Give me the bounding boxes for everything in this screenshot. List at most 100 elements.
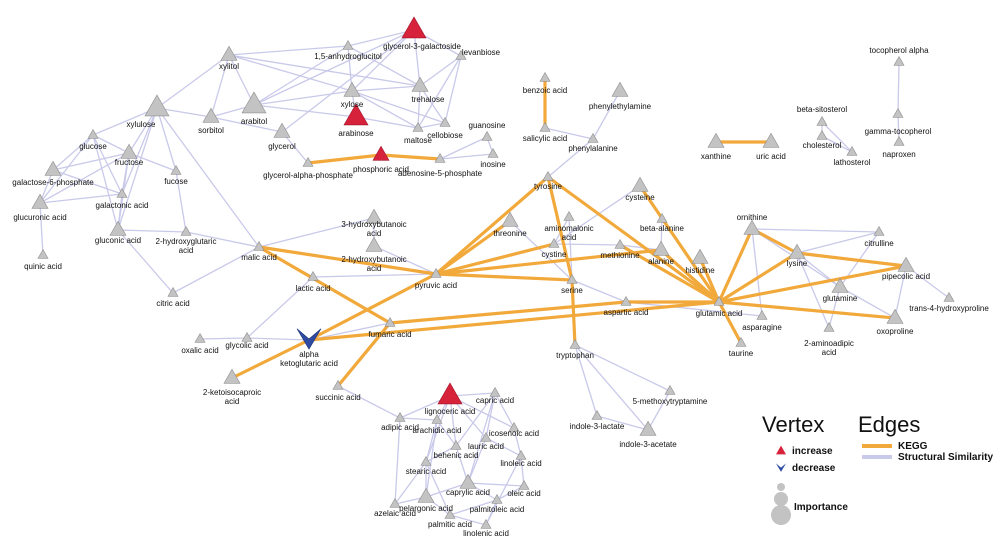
node-methionine-icon[interactable] [614,238,626,249]
node-3-hydroxybutanoic-acid-icon[interactable] [365,208,383,224]
node-citric-acid-icon[interactable] [167,286,179,297]
node-xylose-icon[interactable] [343,81,361,97]
node-serine-icon[interactable] [566,273,578,284]
node-trehalose-icon[interactable] [411,76,429,92]
node-trans-4-hydroxyproline-icon[interactable] [943,291,955,302]
node-linolenic-acid-icon[interactable] [480,518,492,529]
node-arachidic-acid-icon[interactable] [431,413,443,424]
node-aminomalonic-acid-icon[interactable] [563,210,575,221]
node-adipic-acid-icon[interactable] [394,411,406,422]
node-citrulline-icon[interactable] [873,225,885,236]
node-beta-alanine-icon[interactable] [656,212,668,223]
node-levanbiose-icon[interactable] [455,49,467,60]
node-2-ketoisocaproic-acid-icon[interactable] [223,368,241,384]
node-glucuronic-acid-icon[interactable] [31,193,49,209]
node-icosenoic-acid-icon[interactable] [508,421,520,432]
node-label-line: oxoproline [877,327,914,336]
structural-edge [509,220,573,281]
node-guanosine-icon[interactable] [481,130,493,141]
node-azelaic-acid-icon[interactable] [389,497,401,508]
node-tryptophan-icon[interactable] [569,338,581,349]
node-adenosine-5-phosphate-icon[interactable] [434,152,446,163]
node-1-5-anhydroglucitol-icon[interactable] [342,39,354,50]
node-taurine-icon[interactable] [735,336,747,347]
node-glutamine-icon[interactable] [831,277,849,293]
node-fumaric-acid-icon[interactable] [384,316,396,327]
node-galactose-6-phosphate-icon[interactable] [44,160,62,176]
node-cysteine-icon[interactable] [631,176,649,192]
node-aspartic-acid-icon[interactable] [620,295,632,306]
node-arabinose-icon[interactable] [343,103,369,126]
structural-edge [417,85,421,129]
node-tyrosine-icon[interactable] [542,170,554,181]
node-tocopherol-alpha-icon[interactable] [893,55,905,66]
node-pyruvic-acid-icon[interactable] [430,267,442,278]
node-xanthine-icon[interactable] [707,132,725,148]
node-quinic-acid-icon[interactable] [37,248,49,259]
node-galactonic-acid-icon[interactable] [116,187,128,198]
node-glycerol-3-galactoside-icon[interactable] [401,16,427,39]
node-xylulose-icon[interactable] [144,94,170,117]
node-lauric-acid-icon[interactable] [480,431,492,442]
node-phenylalanine-icon[interactable] [587,132,599,143]
node-oxoproline-icon[interactable] [886,308,904,324]
node-inosine-icon[interactable] [487,147,499,158]
node-malic-acid-icon[interactable] [253,240,265,251]
node-lysine-icon[interactable] [788,243,806,259]
node-xylitol-icon[interactable] [220,45,238,61]
node-palmitic-acid-icon[interactable] [444,508,456,519]
node-pelargonic-acid-icon[interactable] [417,487,435,503]
node-2-hydroxybutanoic-acid-icon[interactable] [365,236,383,252]
node-sorbitol-icon[interactable] [202,107,220,123]
node-indole-3-acetate-icon[interactable] [639,420,657,436]
node-2-hydroxyglutaric-acid-icon[interactable] [180,225,192,236]
structural-edge [568,216,573,281]
node-glycolic-acid-icon[interactable] [241,331,253,342]
node-indole-3-lactate-icon[interactable] [591,409,603,420]
node-succinic-acid-icon[interactable] [332,379,344,390]
node-glucose-icon[interactable] [87,128,99,139]
node-pipecolic-acid-icon[interactable] [897,256,915,272]
node-oxalic-acid-icon[interactable] [194,332,206,343]
node-linoleic-acid-icon[interactable] [515,449,527,460]
node-uric-acid-icon[interactable] [762,132,780,148]
node-stearic-acid-icon[interactable] [420,455,432,466]
node-asparagine-icon[interactable] [756,309,768,320]
node-gamma-tocopherol-icon[interactable] [892,107,904,118]
node-maltose-icon[interactable] [412,121,424,132]
node-behenic-acid-icon[interactable] [450,439,462,450]
node-naproxen-icon[interactable] [893,135,905,146]
node-beta-sitosterol-icon[interactable] [816,115,828,126]
node-histidine-icon[interactable] [691,248,709,264]
node-glutamic-acid-icon[interactable] [713,295,725,306]
node-label-arabitol: arabitol [241,117,267,126]
node-glycerol-icon[interactable] [273,122,291,138]
node-threonine-icon[interactable] [501,211,519,227]
node-alanine-icon[interactable] [652,240,670,256]
node-glycerol-alpha-phosphate-icon[interactable] [302,156,314,167]
node-2-aminoadipic-acid-icon[interactable] [823,321,835,332]
node-benzoic-acid-icon[interactable] [539,71,551,82]
node-fucose-icon[interactable] [170,164,182,175]
node-caprylic-acid-icon[interactable] [459,473,477,489]
node-capric-acid-icon[interactable] [489,386,501,397]
node-phosphoric-acid-icon[interactable] [372,145,390,161]
node-oleic-acid-icon[interactable] [518,479,530,490]
node-cellobiose-icon[interactable] [439,116,451,127]
node-gluconic-acid-icon[interactable] [109,220,127,236]
node-5-methoxytryptamine-icon[interactable] [664,384,676,395]
node-cholesterol-icon[interactable] [816,129,828,140]
node-ornithine-icon[interactable] [743,219,761,235]
node-lactic-acid-icon[interactable] [307,270,319,281]
node-label-galactose-6-phosphate: galactose-6-phosphate [12,178,94,187]
node-arabitol-icon[interactable] [241,91,267,114]
node-cystine-icon[interactable] [548,237,560,248]
node-phenylethylamine-icon[interactable] [611,81,629,97]
node-lignoceric-acid-icon[interactable] [437,382,463,405]
node-lathosterol-icon[interactable] [846,145,858,156]
node-alpha-ketoglutaric-acid-icon[interactable] [296,328,322,350]
node-salicylic-acid-icon[interactable] [539,121,551,132]
node-fructose-icon[interactable] [120,143,138,159]
node-palmitoleic-acid-icon[interactable] [491,493,503,504]
